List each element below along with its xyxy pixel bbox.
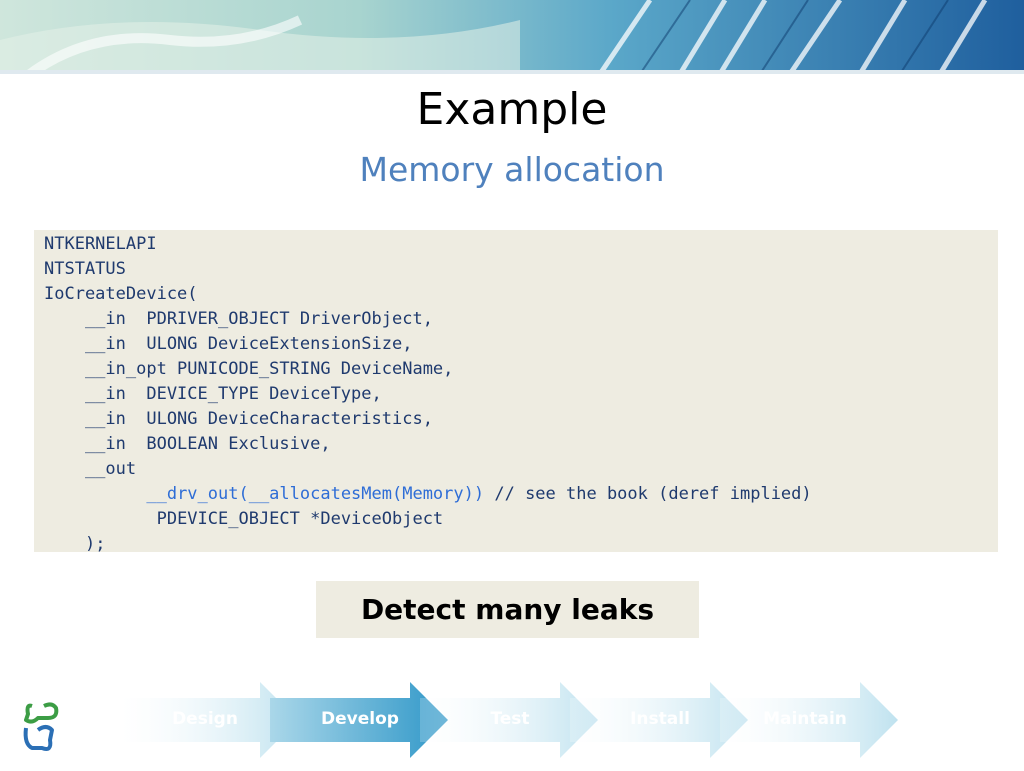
stage-arrow-maintain [720,682,898,758]
stage-label-test: Test [490,709,530,729]
code-annotation: __drv_out(__allocatesMem(Memory)) [146,484,485,504]
code-line: NTSTATUS [44,259,126,279]
stage-arrow-develop [270,682,448,758]
slide-title: Example [416,84,608,135]
code-line: IoCreateDevice( [44,284,198,304]
stage-label-maintain: Maintain [763,709,847,729]
code-line: PDEVICE_OBJECT *DeviceObject [156,509,444,529]
stage-arrow-design [120,682,298,758]
code-line: ); [84,534,106,554]
callout-box: Detect many leaks [316,581,699,638]
logo-icon [18,700,66,760]
stage-arrow-test [420,682,598,758]
stage-arrow-install [570,682,748,758]
code-line: __in ULONG DeviceExtensionSize, [44,334,413,354]
code-line: __out [44,459,137,479]
code-line: __in DEVICE_TYPE DeviceType, [44,384,382,404]
process-arrows [120,682,898,758]
code-line: __in PDRIVER_OBJECT DriverObject, [44,309,433,329]
stage-label-install: Install [630,709,690,729]
header-banner [0,0,1024,74]
callout-text: Detect many leaks [360,593,655,626]
code-comment: // see the book (deref implied) [484,484,812,504]
code-listing: NTKERNELAPI NTSTATUS IoCreateDevice( __i… [34,230,998,557]
code-block: NTKERNELAPI NTSTATUS IoCreateDevice( __i… [34,230,998,554]
banner-graphic [0,0,1024,74]
code-line: __in ULONG DeviceCharacteristics, [44,409,433,429]
stage-label-design: Design [172,709,238,729]
stage-label-develop: Develop [321,709,399,729]
process-flow: Design Develop Test Install Maintain [120,676,910,766]
code-line: __in_opt PUNICODE_STRING DeviceName, [44,359,454,379]
code-line: __in BOOLEAN Exclusive, [44,434,331,454]
code-line: NTKERNELAPI [44,234,157,254]
slide-subtitle: Memory allocation [359,150,665,189]
